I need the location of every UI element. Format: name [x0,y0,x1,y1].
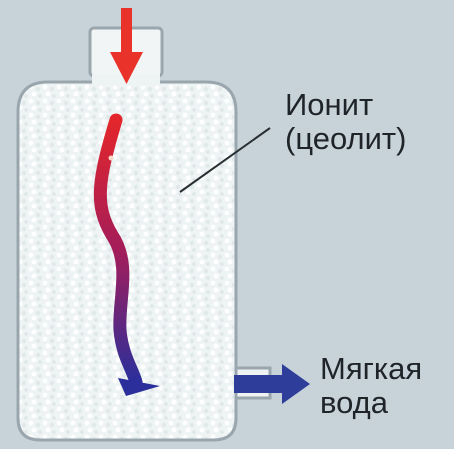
soft-water-label: Мягкая вода [320,352,422,420]
ionite-label: Ионит (цеолит) [285,88,406,156]
ionite-label-line2: (цеолит) [285,122,406,156]
flow-highlight [109,156,114,161]
ionite-label-line1: Ионит [285,88,406,122]
soft-water-label-line1: Мягкая [320,352,422,386]
soft-water-label-line2: вода [320,386,422,420]
